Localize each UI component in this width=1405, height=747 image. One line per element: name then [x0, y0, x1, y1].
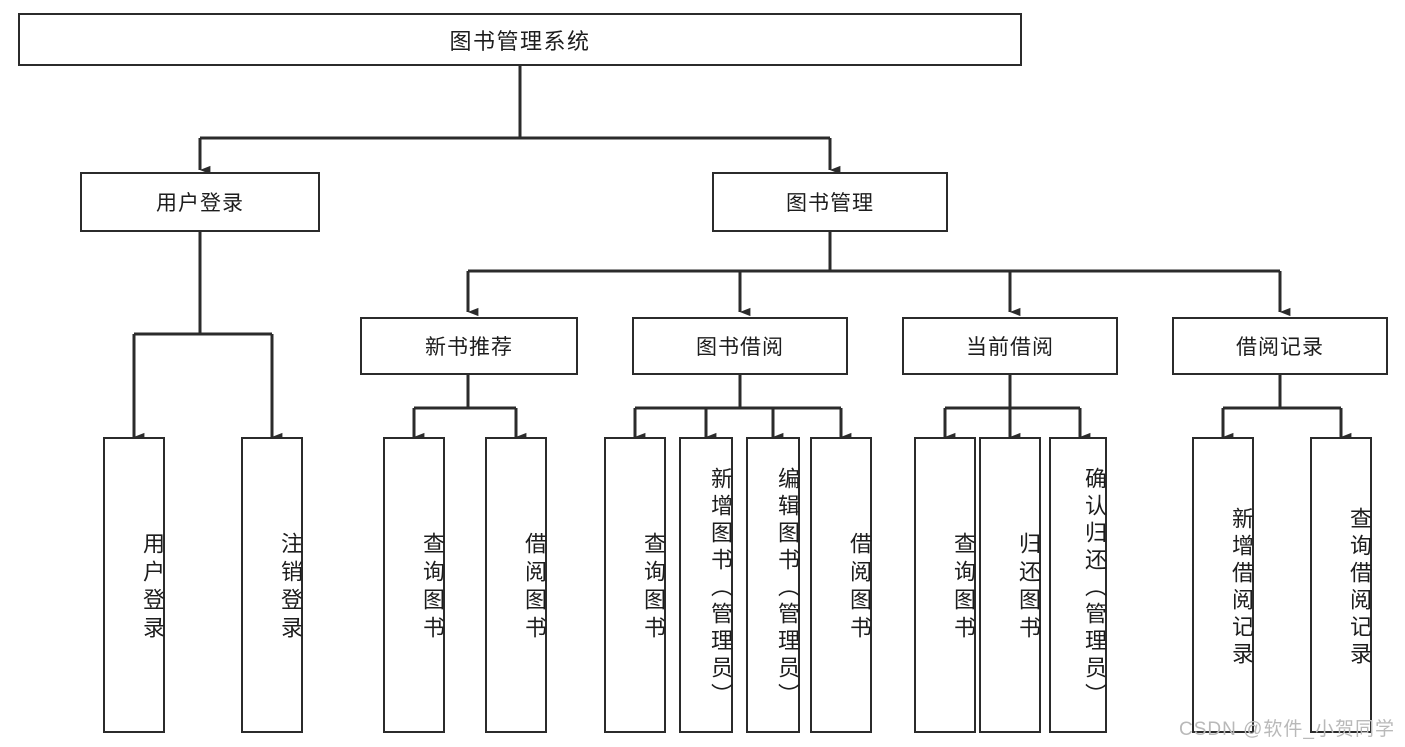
node-current-borrow[interactable]: 当前借阅 [902, 317, 1118, 375]
leaf-user-login-login[interactable]: 用户登录 [103, 437, 165, 733]
leaf-current-confirm-return-admin[interactable]: 确认归还（管理员） [1049, 437, 1107, 733]
leaf-user-login-logout[interactable]: 注销登录 [241, 437, 303, 733]
node-new-book-recommend[interactable]: 新书推荐 [360, 317, 578, 375]
node-root-system[interactable]: 图书管理系统 [18, 13, 1022, 66]
leaf-recommend-borrow-book[interactable]: 借阅图书 [485, 437, 547, 733]
node-user-login[interactable]: 用户登录 [80, 172, 320, 232]
node-borrow-record[interactable]: 借阅记录 [1172, 317, 1388, 375]
node-book-management[interactable]: 图书管理 [712, 172, 948, 232]
leaf-current-query-book[interactable]: 查询图书 [914, 437, 976, 733]
leaf-borrow-query-book[interactable]: 查询图书 [604, 437, 666, 733]
leaf-recommend-query-book[interactable]: 查询图书 [383, 437, 445, 733]
node-book-borrow[interactable]: 图书借阅 [632, 317, 848, 375]
leaf-record-query-record[interactable]: 查询借阅记录 [1310, 437, 1372, 733]
leaf-borrow-edit-book-admin[interactable]: 编辑图书（管理员） [746, 437, 800, 733]
leaf-borrow-borrow-book[interactable]: 借阅图书 [810, 437, 872, 733]
leaf-borrow-add-book-admin[interactable]: 新增图书（管理员） [679, 437, 733, 733]
leaf-record-add-record[interactable]: 新增借阅记录 [1192, 437, 1254, 733]
leaf-current-return-book[interactable]: 归还图书 [979, 437, 1041, 733]
